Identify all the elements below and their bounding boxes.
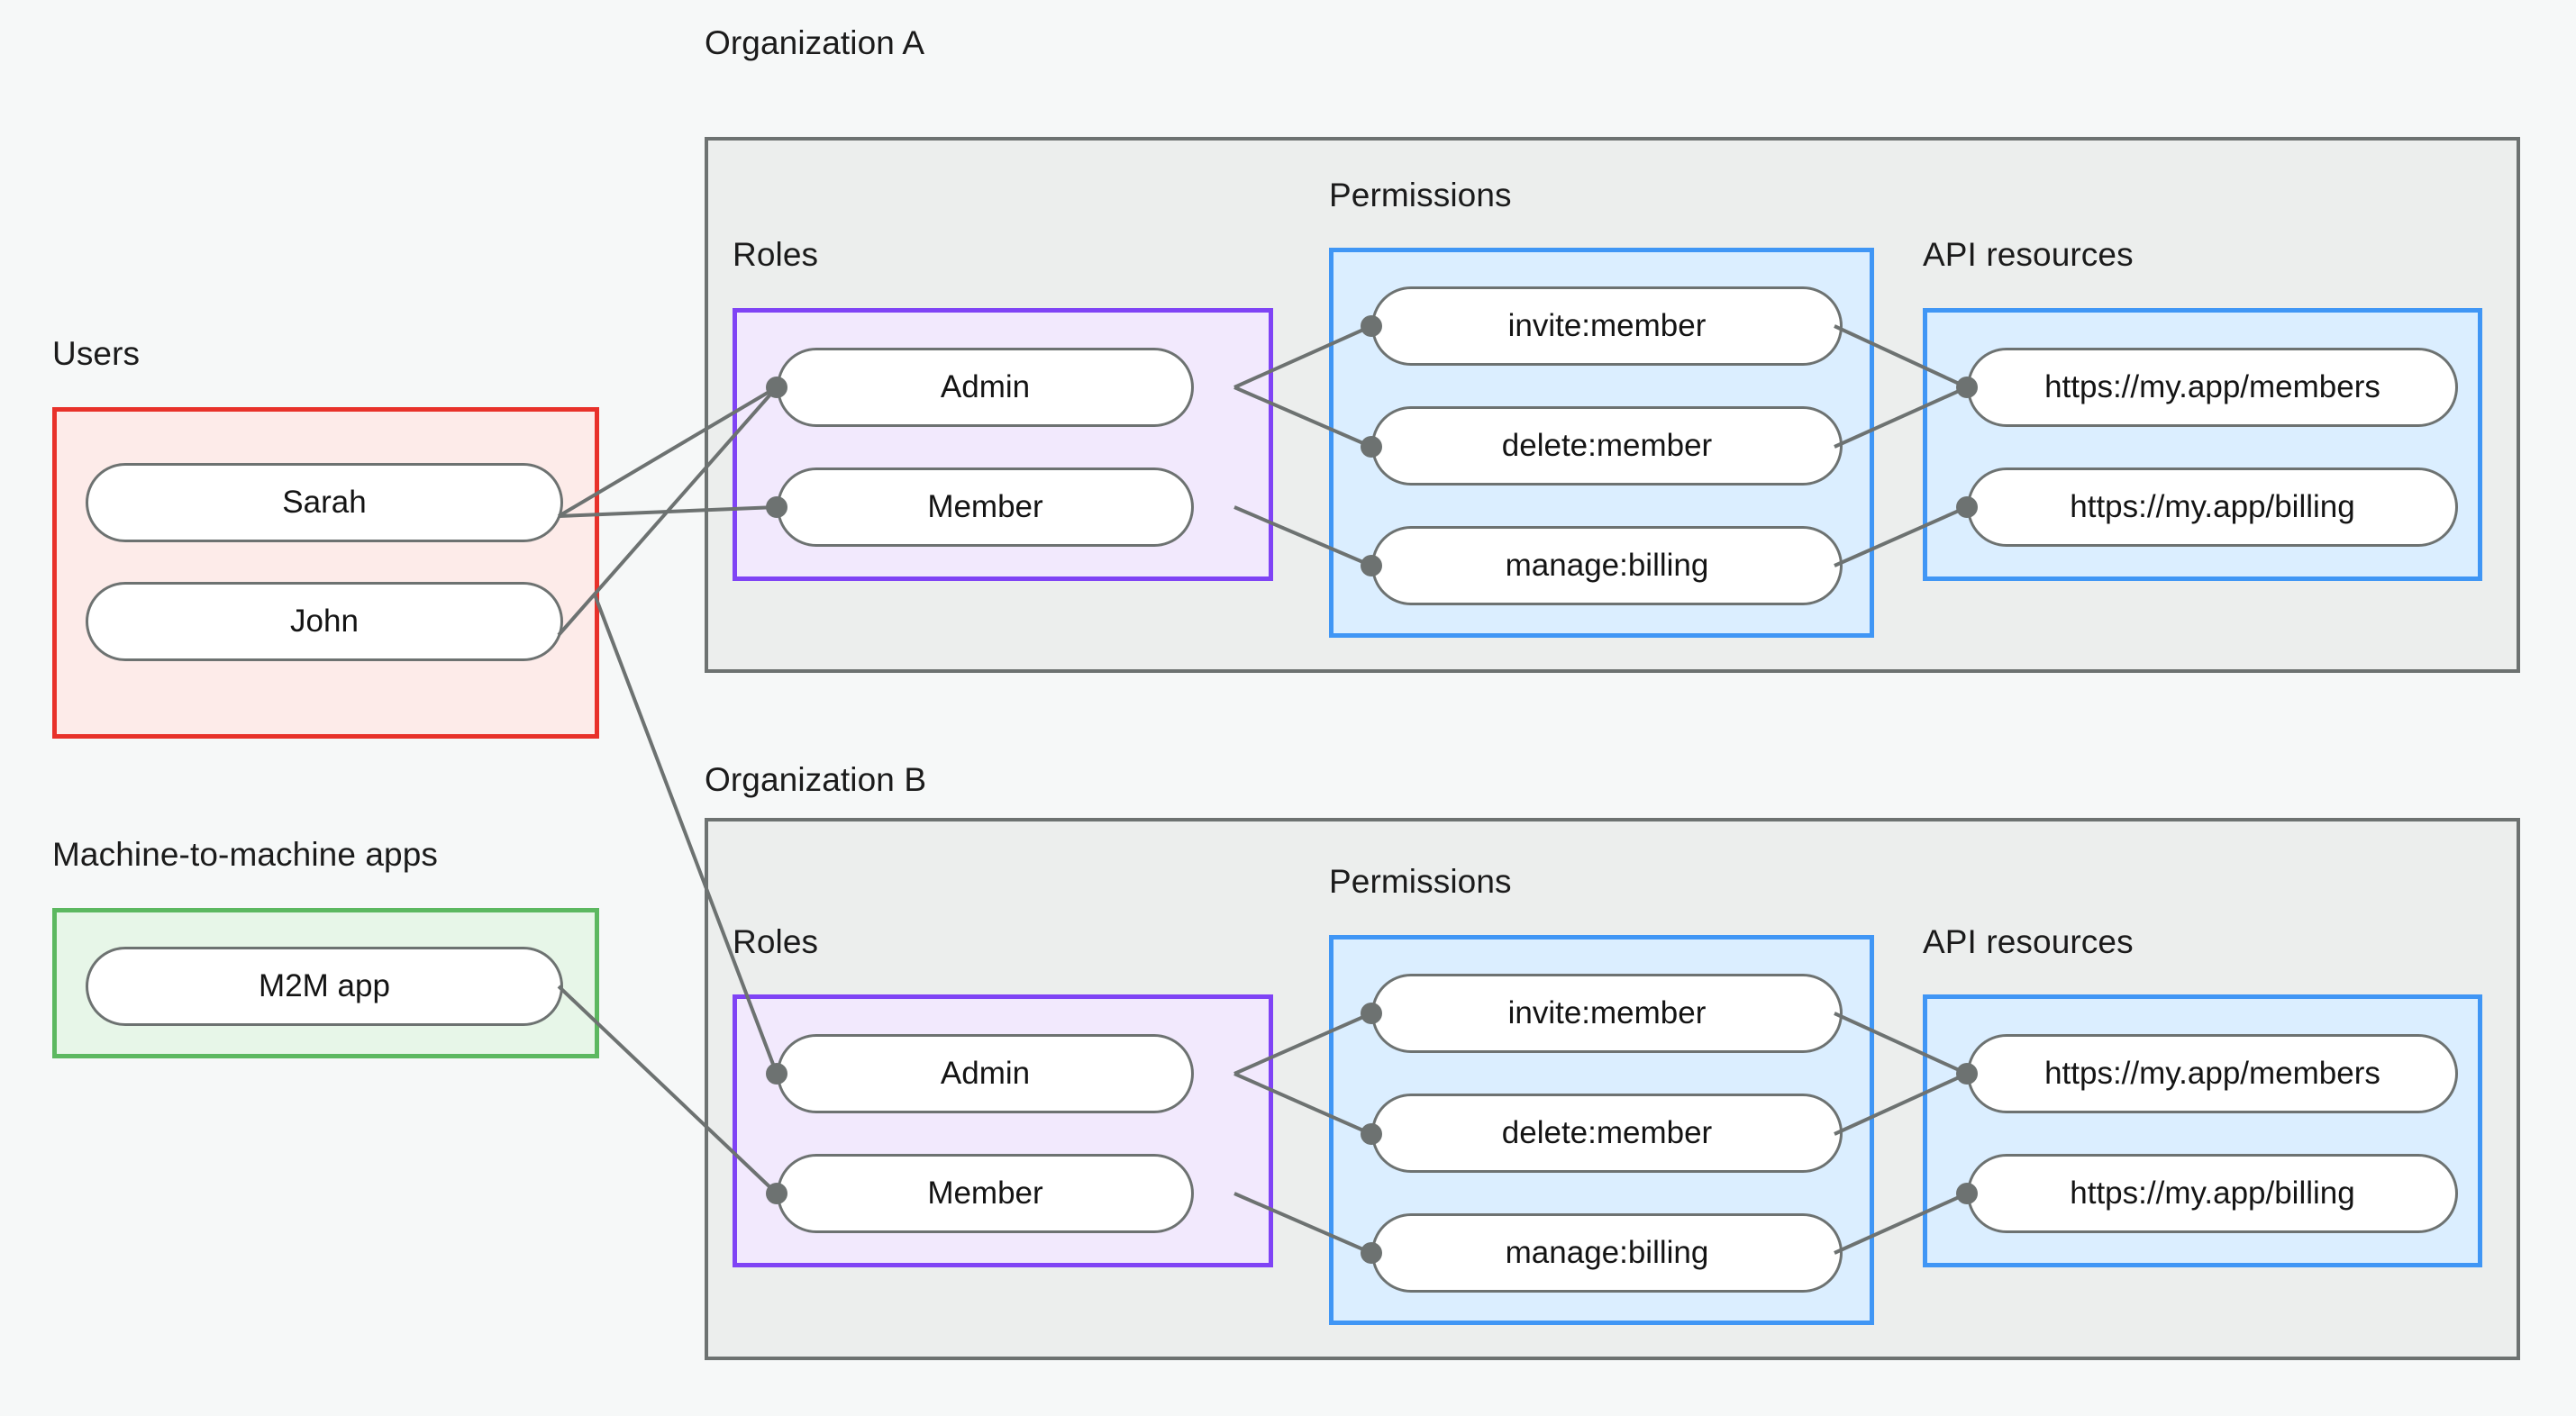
node-org-a-manage-billing[interactable]: manage:billing (1371, 526, 1843, 605)
node-org-b-resource-members[interactable]: https://my.app/members (1967, 1034, 2458, 1113)
org-b-permissions-label: Permissions (1329, 863, 1512, 900)
node-org-a-member[interactable]: Member (777, 467, 1194, 547)
node-org-a-admin[interactable]: Admin (777, 348, 1194, 427)
node-org-b-admin[interactable]: Admin (777, 1034, 1194, 1113)
node-m2m-app[interactable]: M2M app (86, 947, 563, 1026)
node-org-b-manage-billing[interactable]: manage:billing (1371, 1213, 1843, 1293)
node-org-b-delete-member[interactable]: delete:member (1371, 1094, 1843, 1173)
node-john[interactable]: John (86, 582, 563, 661)
node-org-b-resource-billing[interactable]: https://my.app/billing (1967, 1154, 2458, 1233)
users-group-box (52, 407, 599, 739)
org-a-roles-label: Roles (733, 236, 819, 273)
node-org-a-resource-billing[interactable]: https://my.app/billing (1967, 467, 2458, 547)
node-org-b-invite-member[interactable]: invite:member (1371, 974, 1843, 1053)
org-a-label: Organization A (705, 24, 925, 61)
users-group-label: Users (52, 335, 141, 372)
node-org-a-invite-member[interactable]: invite:member (1371, 286, 1843, 366)
m2m-group-label: Machine-to-machine apps (52, 836, 439, 873)
org-a-permissions-label: Permissions (1329, 177, 1512, 213)
node-org-a-resource-members[interactable]: https://my.app/members (1967, 348, 2458, 427)
org-b-label: Organization B (705, 761, 927, 798)
org-a-api-resources-label: API resources (1923, 236, 2134, 273)
org-b-roles-label: Roles (733, 923, 819, 960)
node-org-a-delete-member[interactable]: delete:member (1371, 406, 1843, 486)
org-b-api-resources-label: API resources (1923, 923, 2134, 960)
node-sarah[interactable]: Sarah (86, 463, 563, 542)
node-org-b-member[interactable]: Member (777, 1154, 1194, 1233)
